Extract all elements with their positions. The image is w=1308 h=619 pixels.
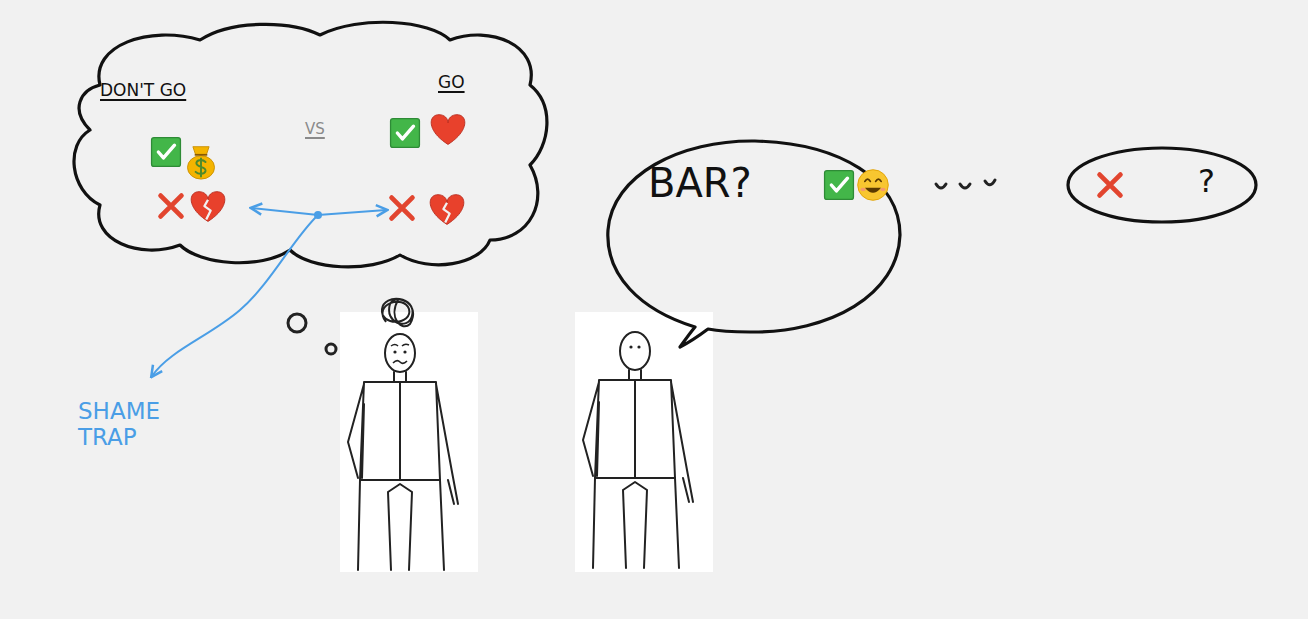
answer-bubble: ? [1066, 146, 1258, 224]
thought-dot [288, 314, 306, 332]
speech-text: BAR? [648, 161, 778, 205]
person-figure [348, 334, 458, 570]
pause-dot [936, 184, 946, 188]
ellipse-outline [1068, 148, 1256, 222]
heart-icon [431, 115, 465, 145]
figure-panel [340, 312, 478, 572]
check-icon [825, 171, 854, 200]
cross-icon [161, 196, 182, 217]
broken-heart-icon [191, 192, 225, 222]
leader-arrow [152, 215, 318, 376]
worry-scribble [382, 299, 413, 327]
smile-icon [858, 170, 889, 201]
thought-cloud: DON'T GO VS GO [60, 15, 550, 273]
pause-dot [985, 180, 995, 185]
cloud-outline [74, 22, 547, 267]
cross-icon [1100, 175, 1121, 196]
bubble-outline [608, 141, 900, 347]
callout-label: SHAME TRAP [78, 398, 190, 451]
person-figure [583, 332, 693, 568]
money-icon [188, 147, 215, 179]
node-outline [60, 15, 550, 273]
node-outline [1066, 146, 1258, 224]
option-heading: GO [438, 73, 498, 92]
neutral-face [629, 345, 640, 348]
worried-face [391, 344, 409, 363]
question-mark: ? [1198, 164, 1238, 199]
arrow-origin [314, 211, 322, 219]
comparison-arrow [252, 208, 318, 215]
pause-dot [960, 184, 970, 188]
speech-bubble: BAR? [600, 135, 905, 350]
option-heading: DON'T GO [100, 81, 230, 100]
versus-label: VS [305, 121, 345, 138]
check-icon [152, 138, 181, 167]
figure-panel [575, 312, 713, 572]
broken-heart-icon [430, 195, 464, 225]
node-outline [600, 135, 905, 350]
comparison-arrow [318, 210, 386, 215]
check-icon [391, 119, 420, 148]
cross-icon [392, 198, 413, 219]
thought-dot [326, 344, 336, 354]
